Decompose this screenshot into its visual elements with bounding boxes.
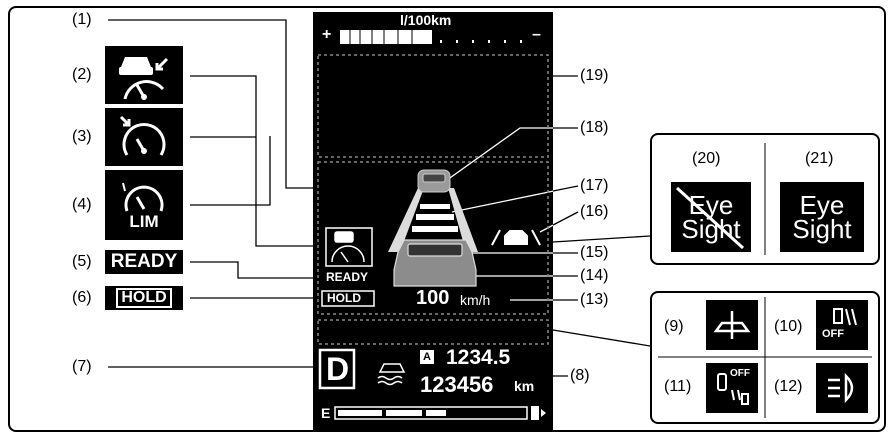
fuel-pump-icon	[531, 406, 546, 420]
lane-right	[448, 188, 478, 252]
adaptive-headlight-icon	[816, 363, 868, 413]
hold-indicator: HOLD	[105, 286, 183, 310]
leader-18	[439, 127, 578, 186]
leader-eyesight	[552, 235, 651, 243]
callout-9: (9)	[664, 318, 684, 335]
eyesight-line2: Sight	[792, 214, 852, 244]
eyesight-off-slash	[675, 186, 745, 250]
leader-17-out	[552, 185, 579, 192]
trip-meter-value: 1234.5	[446, 346, 511, 369]
ready-indicator: READY	[105, 250, 183, 274]
callout-1: (1)	[72, 11, 92, 28]
callout-13: (13)	[580, 291, 609, 308]
fuel-empty-label: E	[321, 405, 331, 421]
leader-16-out	[552, 211, 579, 226]
lane-keep-off-icon: OFF	[816, 300, 868, 350]
fuel-economy-minus: –	[532, 26, 541, 43]
driver-monitor-off-glyph	[717, 373, 749, 405]
callout-5: (5)	[72, 253, 92, 270]
fuel-economy-bar	[340, 30, 432, 44]
speed-unit: km/h	[460, 292, 491, 308]
hold-indicator-label: HOLD	[116, 288, 172, 308]
trip-letter: A	[423, 351, 431, 363]
region-19	[317, 54, 549, 158]
speed-limiter-glyph	[122, 182, 164, 212]
callout-12: (12)	[774, 378, 803, 395]
odometer-unit: km	[514, 378, 535, 394]
callout-4: (4)	[72, 196, 92, 213]
lane-keep-icon	[491, 229, 541, 246]
fuel-economy-scale-dots	[440, 40, 522, 43]
traffic-sign-icon	[706, 300, 758, 350]
lane-keep-off-text: OFF	[822, 328, 844, 340]
callout-7: (7)	[72, 358, 92, 375]
callout-17: (17)	[580, 177, 609, 194]
leader-1	[108, 19, 318, 189]
own-vehicle-icon	[393, 239, 477, 287]
callout-8: (8)	[570, 367, 590, 384]
fuel-economy-bar-ticks	[349, 30, 413, 44]
region-drive-assist	[317, 161, 549, 315]
driver-monitor-off-text: OFF	[730, 368, 750, 379]
eyesight-icon: Eye Sight	[780, 182, 864, 252]
leader-2	[190, 75, 326, 247]
callout-14: (14)	[580, 267, 609, 284]
eyesight-off-icon: Eye Sight	[671, 182, 751, 252]
vehicle-slip-icon	[377, 363, 406, 386]
callout-15: (15)	[580, 244, 609, 261]
callout-18: (18)	[580, 119, 609, 136]
fuel-economy-plus: +	[322, 26, 332, 43]
leader-indicators	[552, 329, 651, 347]
callout-3: (3)	[72, 128, 92, 145]
callout-2: (2)	[72, 66, 92, 83]
callout-20: (20)	[692, 150, 721, 167]
leader-5	[190, 261, 330, 279]
trip-letter-box	[420, 350, 434, 364]
fuel-gauge-bar	[334, 406, 528, 420]
cruise-control-glyph	[119, 57, 169, 100]
cruise-set-glyph	[119, 115, 166, 156]
display-cruise-icon	[325, 227, 373, 267]
callout-11: (11)	[664, 378, 692, 395]
cruise-set-icon	[105, 108, 183, 166]
traffic-sign-glyph	[713, 311, 751, 339]
callout-10: (10)	[774, 318, 803, 335]
speed-value: 100	[416, 287, 450, 309]
speed-limiter-icon: LIM	[105, 170, 183, 240]
fuel-gauge-segments	[338, 410, 446, 416]
callout-6: (6)	[72, 289, 92, 306]
lane-left	[388, 188, 424, 252]
driver-monitor-off-icon: OFF	[706, 363, 758, 413]
leader-4	[190, 136, 271, 206]
callout-16: (16)	[580, 203, 609, 220]
gear-box	[318, 348, 356, 390]
odometer-value: 123456	[420, 372, 494, 397]
cruise-control-icon	[105, 46, 183, 104]
eyesight-line1: Eye	[799, 190, 845, 220]
region-info	[317, 319, 549, 345]
display-hold-box	[321, 290, 375, 307]
display-ready-text: READY	[326, 270, 369, 284]
callout-19: (19)	[580, 67, 609, 84]
fuel-economy-unit: l/100km	[400, 12, 452, 28]
display-hold-text: HOLD	[327, 291, 361, 305]
lead-vehicle-icon	[417, 169, 451, 193]
adaptive-headlight-glyph	[828, 372, 854, 404]
gear-position: D	[326, 351, 350, 387]
ready-indicator-label: READY	[110, 251, 178, 272]
speed-limiter-label: LIM	[129, 212, 159, 231]
callout-21: (21)	[805, 150, 834, 167]
lane-keep-off-glyph	[833, 308, 857, 326]
distance-bars	[412, 204, 458, 232]
